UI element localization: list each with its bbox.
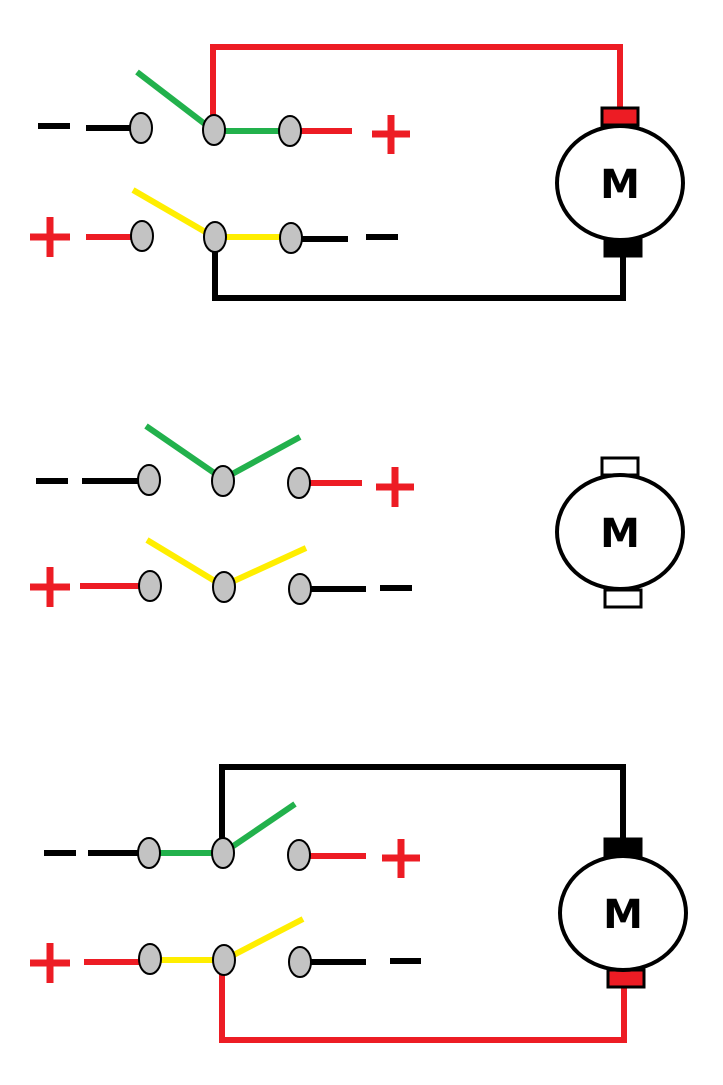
motor-label: M	[600, 162, 640, 208]
motor-body	[558, 854, 688, 972]
terminal-right	[278, 115, 302, 147]
switch-row-a	[44, 801, 420, 878]
terminal-right	[287, 467, 311, 499]
terminal-right	[287, 839, 311, 871]
terminal-left	[130, 220, 154, 252]
switch-a-lever	[221, 801, 297, 856]
motor-terminal-bottom	[606, 968, 646, 989]
motor-label: M	[600, 511, 640, 557]
terminal-center	[203, 221, 227, 253]
plus-sign	[30, 217, 70, 257]
wire-bottom-to-motor-positive	[219, 970, 627, 1043]
wire-top-to-motor-positive	[210, 44, 623, 116]
circuit-top: M	[30, 44, 685, 301]
terminal-left	[138, 570, 162, 602]
terminal-left	[137, 464, 161, 496]
switch-b-lever	[222, 916, 305, 963]
motor: M	[558, 837, 688, 989]
switch-row-b	[30, 916, 421, 983]
plus-sign	[382, 839, 420, 878]
plus-sign	[30, 567, 70, 607]
terminal-right	[279, 222, 303, 254]
terminal-center	[211, 837, 235, 869]
plus-sign	[376, 467, 414, 507]
terminal-left	[129, 112, 153, 144]
switch-row-a	[36, 423, 414, 507]
terminal-right	[288, 573, 312, 605]
motor-label: M	[603, 892, 643, 938]
terminal-center	[212, 571, 236, 603]
circuit-middle: M	[30, 423, 685, 609]
motor-terminal-top	[600, 106, 640, 127]
terminal-center	[212, 944, 236, 976]
plus-sign	[372, 115, 410, 154]
motor: M	[555, 456, 685, 609]
motor-terminal-top	[600, 456, 640, 477]
switch-row-b	[30, 537, 412, 607]
terminal-center	[211, 465, 235, 497]
motor: M	[555, 106, 685, 258]
switch-row-b	[30, 187, 398, 257]
terminal-left	[138, 943, 162, 975]
motor-body	[555, 124, 685, 242]
plus-sign	[30, 943, 70, 983]
switch-row-a	[38, 69, 410, 154]
switch-a-lever	[135, 69, 216, 134]
motor-body	[555, 473, 685, 591]
circuit-bottom: M	[30, 764, 688, 1043]
wire-top-to-motor-negative	[219, 764, 626, 840]
wire-bottom-to-motor-negative	[212, 246, 626, 301]
switch-b-lever	[131, 187, 216, 240]
terminal-right	[288, 946, 312, 978]
motor-terminal-bottom	[603, 588, 643, 609]
terminal-center	[202, 114, 226, 146]
terminal-left	[137, 837, 161, 869]
